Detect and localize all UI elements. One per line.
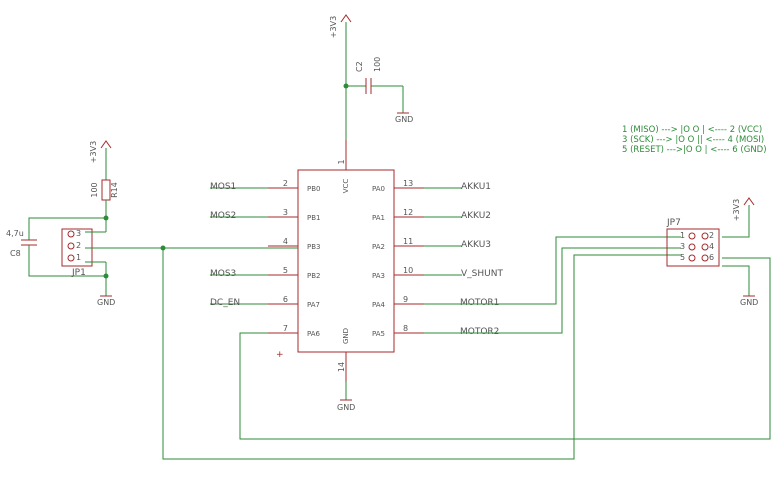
jp7-pin-number: 6 [709,253,714,262]
ic-pin-number: 2 [283,179,288,188]
ic-pin-number: 3 [283,208,288,217]
jp7-pin-number: 1 [680,231,685,240]
origin-marker: + [276,350,284,360]
jp7-pin-icon [701,232,709,240]
r14-value: 100 [90,182,99,197]
vcc-arrow-icon [743,197,755,206]
gnd-label-jp7: GND [740,298,758,307]
ic-ground: GND [337,382,355,412]
ic-pin-number: 4 [283,237,288,246]
ic-body [297,169,395,353]
isp-note-line-2: 3 (SCK) ---> |O O || <---- 4 (MOSI) [622,135,764,145]
ic-pin-name: PA2 [372,243,385,251]
jp7-pin-icon [701,254,709,262]
net-label-v-shunt: V_SHUNT [461,269,503,279]
jp1-section: +3V3 100 R14 4,7u C8 3 2 1 JP1 GND [6,140,298,307]
net-label-mos3: MOS3 [210,269,236,279]
ic-pin-name: PA3 [372,272,385,280]
c2-value: 100 [373,57,382,72]
vcc-label-r14: +3V3 [89,141,98,163]
net-label-akku3: AKKU3 [461,240,491,250]
route-pa6-mosi [239,257,771,440]
jp1-pin-icon [67,242,75,250]
jp7-pin-number: 4 [709,242,714,251]
gnd-label-c2: GND [395,115,413,124]
jp1-name: JP1 [71,268,86,278]
net-label-mos2: MOS2 [210,211,236,221]
ic-pin-number: 10 [403,266,413,275]
ic-pin-name: PB1 [307,214,320,222]
net-label-mos1: MOS1 [210,182,236,192]
top-supply-c2: +3V3 GND C2 100 [329,14,413,140]
c8-wire [28,217,106,240]
ic-vcc-label: VCC [342,179,350,194]
ic-pin-name: PA5 [372,330,385,338]
left-net-labels: MOS1 MOS2 MOS3 DC_EN [210,182,268,308]
net-label-akku2: AKKU2 [461,211,491,221]
jp7-gnd-wire [722,265,750,296]
ic-pin-number: 11 [403,237,413,246]
c8-name: C8 [10,249,21,258]
jp7-pin-icon [688,232,696,240]
ic-pin-name: PB0 [307,185,320,193]
vcc-label-jp7: +3V3 [732,199,741,221]
c8-wire [28,245,106,277]
jp1-pin-icon [67,230,75,238]
route-pb3-sck [162,248,681,460]
ic-gnd-label: GND [342,328,350,344]
isp-note-line-3: 5 (RESET) --->|O O | <---- 6 (GND) [622,145,767,155]
route-motor2 [424,247,681,334]
ic-pin-name: PA6 [307,330,321,338]
ic-pin-name: PA7 [307,301,320,309]
microcontroller-ic: 2 3 4 5 6 7 PB0 PB1 PB3 PB2 PA7 PA6 13 1… [268,140,424,382]
jp7-body [666,228,720,267]
jp7-pin-number: 2 [709,231,714,240]
gnd-label-jp1: GND [97,298,115,307]
jp7-pin-icon [688,243,696,251]
isp-note-line-1: 1 (MISO) ---> |O O | <---- 2 (VCC) [622,125,762,135]
jp1-pin-number: 2 [76,241,81,250]
ic-pin-number: 13 [403,179,413,188]
jp7-vcc-wire [722,205,750,238]
ic-pin-number: 5 [283,266,288,275]
r14-name: R14 [110,182,119,198]
ic-pin-name: PA4 [372,301,386,309]
ic-pin-name: PA1 [372,214,385,222]
vcc-arrow-icon [340,14,352,23]
ic-pin-number: 9 [403,295,408,304]
jp7-section: 1 3 5 2 4 6 JP7 +3V3 GND [666,197,758,307]
jp1-pin-number: 1 [76,253,81,262]
ic-pin-number: 1 [337,159,346,164]
jp1-pin-number: 3 [76,229,81,238]
ic-pin-number: 7 [283,324,288,333]
ic-pin-number: 12 [403,208,413,217]
ic-pin-name: PB3 [307,243,320,251]
net-label-akku1: AKKU1 [461,182,491,192]
isp-routing-wires [162,236,771,460]
jp7-name: JP7 [666,218,681,228]
route-motor1 [424,236,681,305]
ic-pin-name: PA0 [372,185,385,193]
jp7-pin-icon [688,254,696,262]
ic-pin-number: 14 [337,362,346,372]
net-label-motor2: MOTOR2 [460,327,499,337]
jp7-pin-icon [701,243,709,251]
jp7-pin-number: 3 [680,242,685,251]
gnd-label-ic: GND [337,403,355,412]
right-net-labels: AKKU1 AKKU2 AKKU3 V_SHUNT MOTOR1 MOTOR2 [424,182,503,337]
jp1-pin-icon [67,254,75,262]
vcc-arrow-icon [100,140,112,149]
c2-name: C2 [355,61,364,72]
vcc-label-top: +3V3 [329,16,338,38]
net-label-motor1: MOTOR1 [460,298,499,308]
c8-value: 4,7u [6,229,24,238]
net-label-dc-en: DC_EN [210,298,240,308]
r14-body [101,179,111,201]
ic-pin-name: PB2 [307,272,320,280]
ic-pin-number: 8 [403,324,408,333]
isp-pinout-note: 1 (MISO) ---> |O O | <---- 2 (VCC) 3 (SC… [622,125,767,155]
ic-pin-number: 6 [283,295,288,304]
jp7-pin-number: 5 [680,253,685,262]
